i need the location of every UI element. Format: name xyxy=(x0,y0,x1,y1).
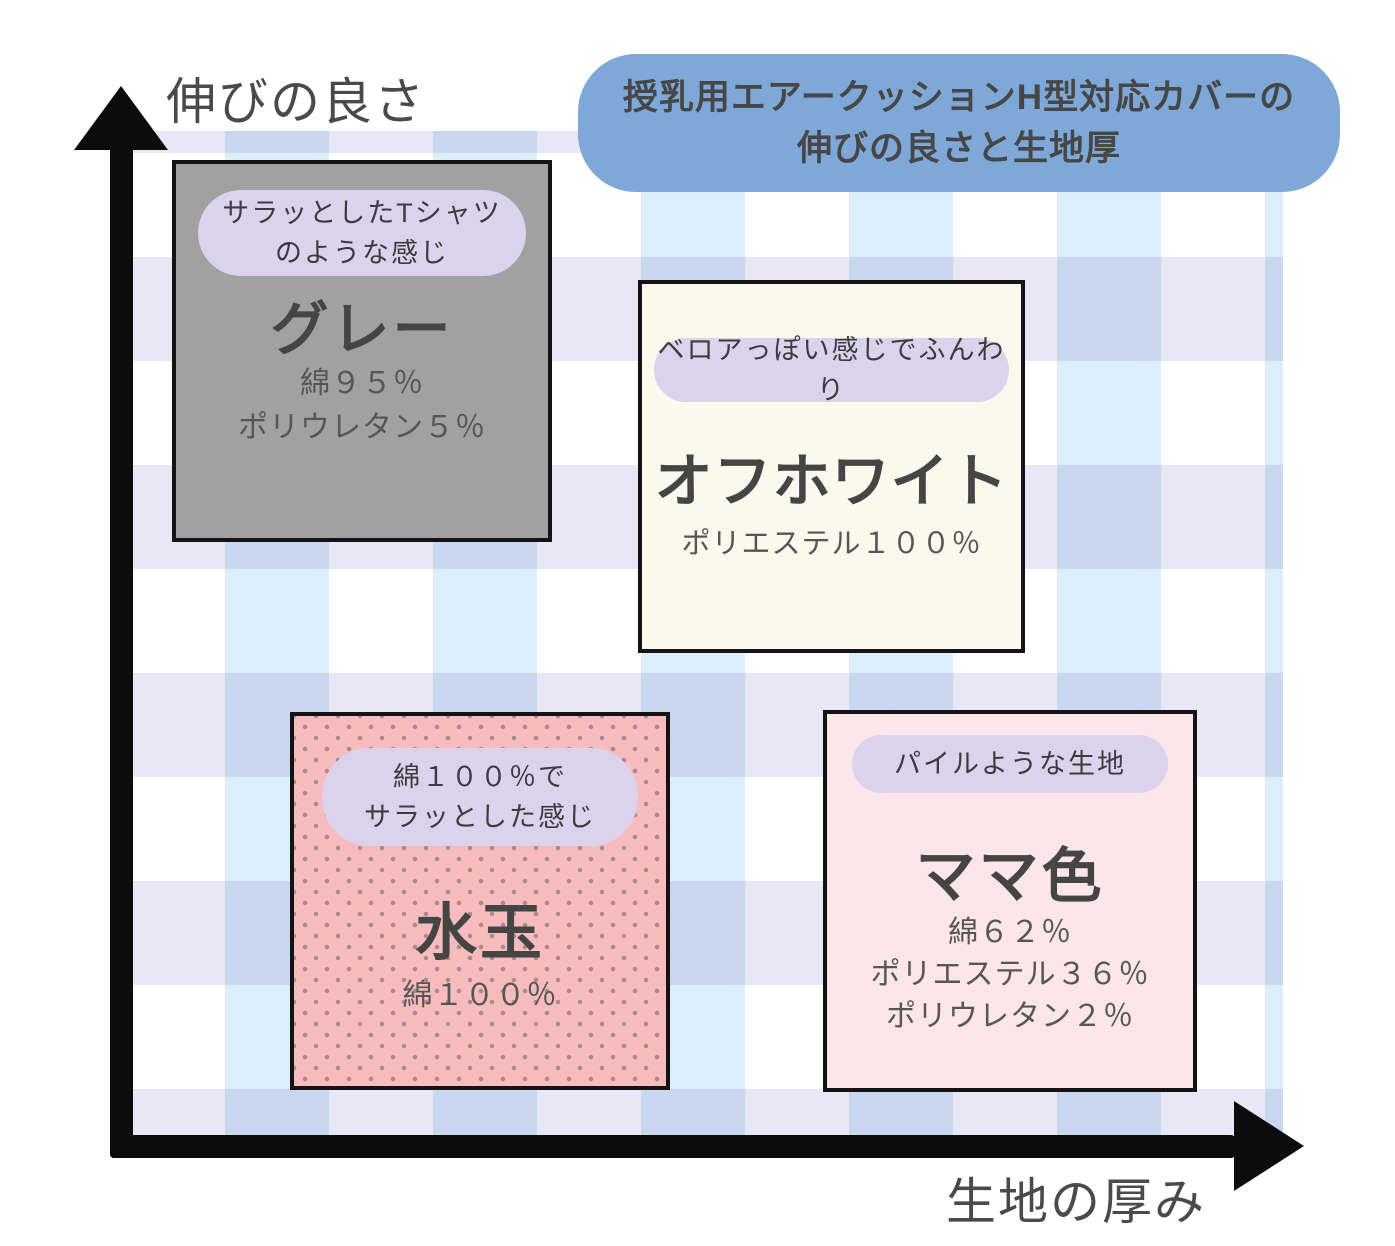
card-gray-composition-line-1: 綿９５％ xyxy=(300,367,424,400)
card-mama-iro-tagline: パイルような生地 xyxy=(852,735,1168,793)
card-gray-tagline-line-1: サラッとしたTシャツ xyxy=(222,198,502,228)
card-mizutama-tagline-line-2: サラッとした感じ xyxy=(364,802,596,832)
card-mizutama-tagline-line-1: 綿１００％で xyxy=(393,762,567,792)
card-mama-iro-composition-line-3: ポリウレタン２％ xyxy=(886,1000,1134,1033)
card-mama-iro-composition-line-2: ポリエステル３６％ xyxy=(870,958,1150,991)
card-gray-composition: 綿９５％ ポリウレタン５％ xyxy=(176,362,548,450)
card-gray: サラッとしたTシャツ のような感じ グレー 綿９５％ ポリウレタン５％ xyxy=(172,160,552,542)
card-mizutama-tagline: 綿１００％で サラッとした感じ xyxy=(322,748,638,846)
x-axis-arrowhead-icon xyxy=(1234,1101,1304,1191)
x-axis-label: 生地の厚み xyxy=(946,1174,1206,1230)
card-gray-composition-line-2: ポリウレタン５％ xyxy=(238,411,486,444)
card-mizutama-name: 水玉 xyxy=(414,899,545,968)
chart-title-line-1: 授乳用エアークッションH型対応カバーの xyxy=(622,78,1296,117)
x-axis-line xyxy=(110,1135,1235,1158)
chart-title: 授乳用エアークッションH型対応カバーの 伸びの良さと生地厚 xyxy=(578,54,1340,192)
card-mizutama-composition-line-1: 綿１００％ xyxy=(402,979,558,1012)
card-mizutama: 綿１００％で サラッとした感じ 水玉 綿１００％ xyxy=(290,712,670,1090)
card-mama-iro-composition-line-1: 綿６２％ xyxy=(948,916,1072,949)
y-axis-label: 伸びの良さ xyxy=(166,74,426,130)
card-offwhite-tagline: ベロアっぽい感じでふんわり xyxy=(654,335,1009,405)
card-offwhite-name: オフホワイト xyxy=(654,449,1009,514)
card-mama-iro-composition: 綿６２％ ポリエステル３６％ ポリウレタン２％ xyxy=(827,912,1193,1038)
card-gray-name: グレー xyxy=(270,297,454,362)
card-mama-iro-name: ママ色 xyxy=(915,843,1105,910)
card-gray-tagline: サラッとしたTシャツ のような感じ xyxy=(198,190,526,276)
card-offwhite-composition: ポリエステル１００％ xyxy=(642,522,1021,566)
card-mizutama-composition: 綿１００％ xyxy=(294,974,666,1018)
card-mama-iro: パイルような生地 ママ色 綿６２％ ポリエステル３６％ ポリウレタン２％ xyxy=(823,710,1197,1092)
card-gray-tagline-line-2: のような感じ xyxy=(275,238,449,268)
card-mama-iro-tagline-line-1: パイルような生地 xyxy=(894,749,1126,779)
card-offwhite: ベロアっぽい感じでふんわり オフホワイト ポリエステル１００％ xyxy=(638,280,1025,653)
y-axis-arrowhead-icon xyxy=(74,86,168,150)
y-axis-line xyxy=(110,142,133,1158)
card-offwhite-tagline-line-1: ベロアっぽい感じでふんわり xyxy=(657,335,1006,405)
card-offwhite-composition-line-1: ポリエステル１００％ xyxy=(681,528,982,560)
chart-title-line-2: 伸びの良さと生地厚 xyxy=(796,129,1121,168)
